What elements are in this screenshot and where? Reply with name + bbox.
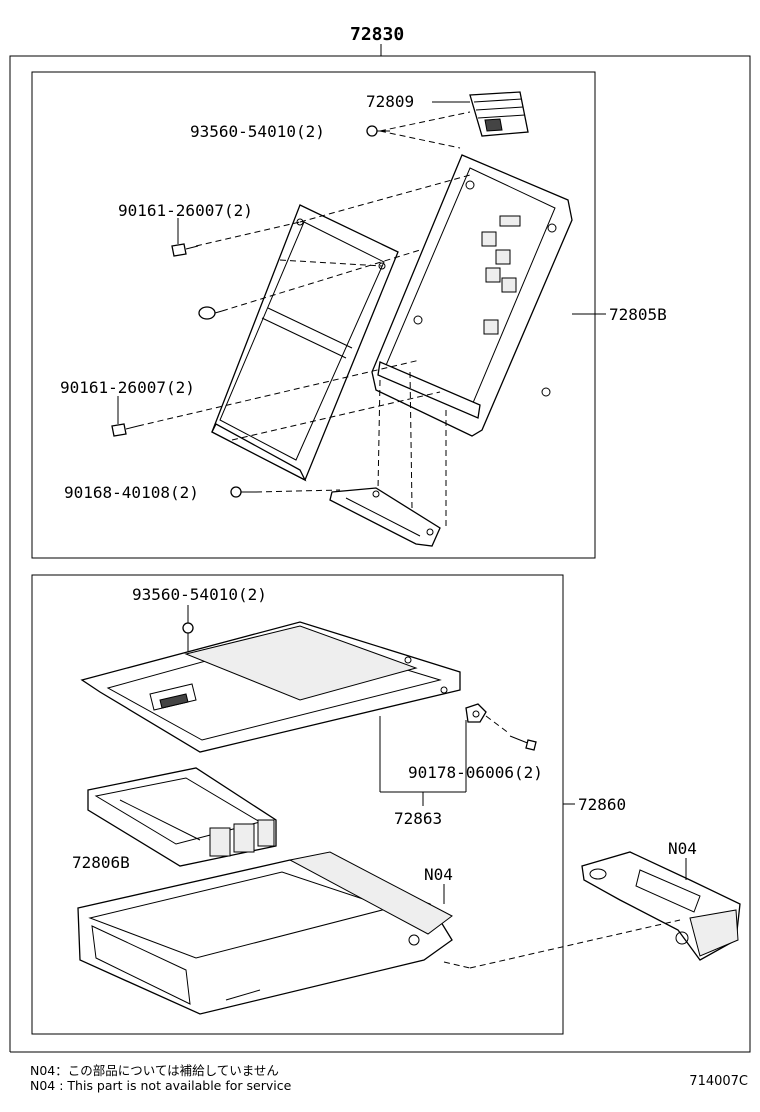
bracket-bottom [329, 487, 441, 547]
label-screw-tray: 93560-54010(2) [132, 585, 267, 604]
bolt-upper [171, 243, 199, 257]
label-72863: 72863 [394, 809, 442, 828]
note-en: N04 : This part is not available for ser… [30, 1078, 292, 1093]
pin [198, 306, 223, 320]
label-n04-b: N04 [668, 839, 697, 858]
label-n04-a: N04 [424, 865, 453, 884]
label-72806B: 72806B [72, 853, 130, 872]
label-bolt-upper: 90161-26007(2) [118, 201, 253, 220]
label-bolt-lower: 90161-26007(2) [60, 378, 195, 397]
frame-left [211, 204, 399, 482]
bolt-lower [111, 423, 139, 437]
screw-nut-side [509, 735, 537, 751]
bracket-72809 [469, 91, 529, 137]
outer-frame [9, 55, 751, 1053]
nut [465, 703, 487, 723]
hinge-bracket-n04 [581, 851, 741, 961]
label-72805B: 72805B [609, 305, 667, 324]
screw-bottom [230, 486, 256, 498]
label-nut: 90178-06006(2) [408, 763, 543, 782]
label-72809: 72809 [366, 92, 414, 111]
reference-code: 714007C [689, 1074, 748, 1089]
label-main-part: 72830 [350, 24, 404, 45]
note-jp: N04：この部品については補給していません [30, 1063, 279, 1078]
tray-72863 [80, 621, 461, 753]
upper-group-box [31, 71, 596, 559]
label-72860: 72860 [578, 795, 626, 814]
label-screw-top: 93560-54010(2) [190, 122, 325, 141]
storage-box-n04 [77, 851, 453, 1015]
label-screw-bottom: 90168-40108(2) [64, 483, 199, 502]
frame-72805B [371, 154, 573, 437]
box-72806B [87, 767, 277, 867]
screw-top [366, 125, 390, 137]
